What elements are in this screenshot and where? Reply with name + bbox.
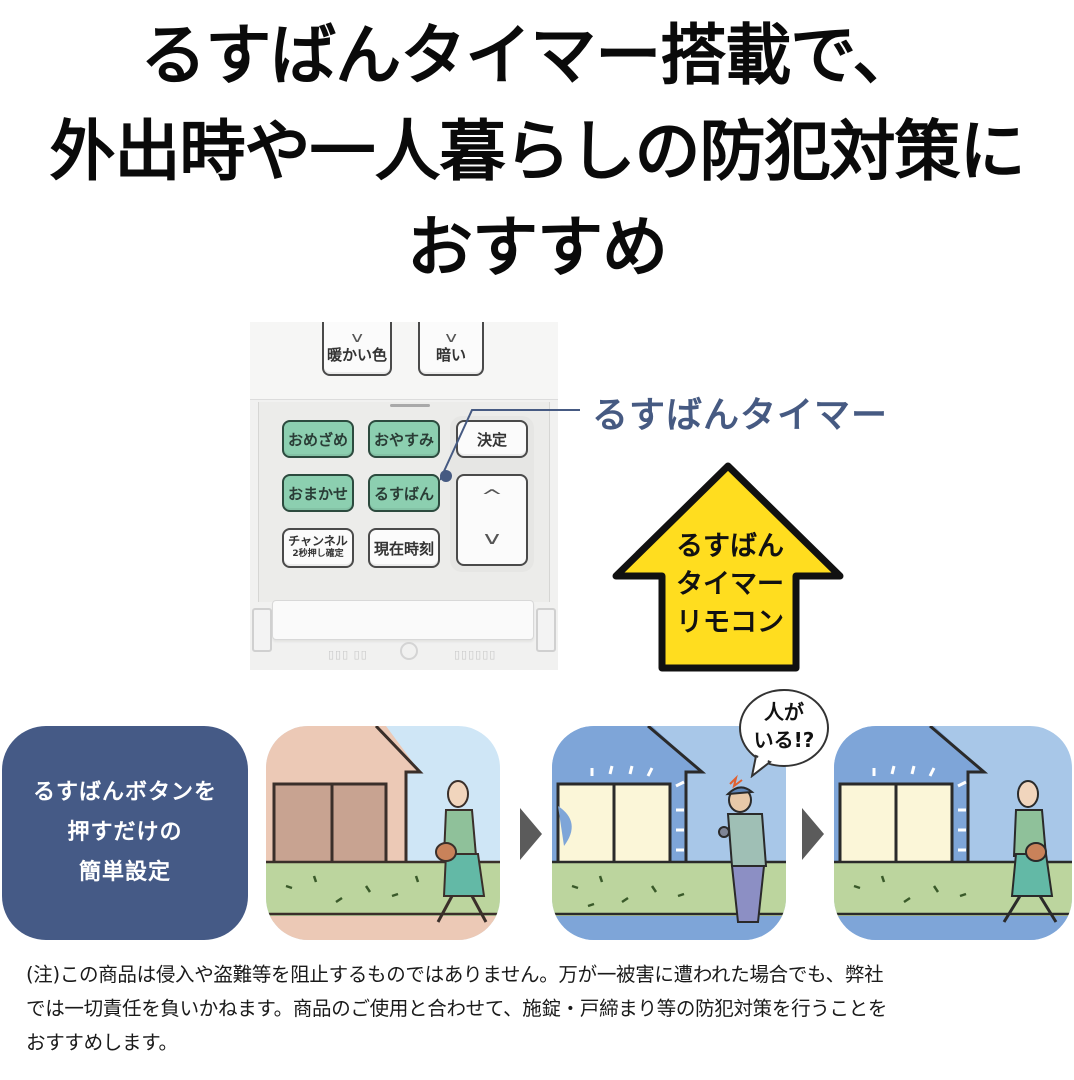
sign-text: るすばん タイマー リモコン: [676, 531, 784, 638]
molded-circle-mark: [400, 642, 418, 660]
hinge-clip-right: [536, 608, 556, 652]
scene-burglar-deterred: [552, 726, 786, 940]
scene-woman-walking-lights-on: [834, 726, 1072, 940]
rusuban-button[interactable]: るすばん: [368, 474, 440, 512]
molded-part-number: ▯▯▯▯▯▯: [454, 648, 497, 661]
up-down-button[interactable]: ^ v: [456, 474, 528, 566]
dimmer-button[interactable]: v 暗い: [418, 322, 484, 376]
remote-notch: [390, 404, 430, 407]
battery-cover-hinge: [272, 600, 534, 640]
headline: るすばんタイマー搭載で、 外出時や一人暮らしの防犯対策に おすすめ: [0, 8, 1074, 296]
callout-label: るすばんタイマー: [592, 395, 889, 436]
chevron-down-icon: v: [484, 528, 500, 549]
scene-woman-leaving: [266, 726, 500, 940]
next-step-arrow-icon: [802, 808, 824, 860]
headline-line-1: るすばんタイマー搭載で、: [140, 17, 918, 94]
wakeup-button[interactable]: おめざめ: [282, 420, 354, 458]
disclaimer-note: (注)この商品は侵入や盗難等を阻止するものではありません。万が一被害に遭われた場…: [26, 963, 888, 1054]
speech-bubble: [739, 689, 829, 778]
easy-setup-label: るすばんボタンを 押すだけの 簡単設定: [2, 726, 248, 940]
chevron-down-icon: v: [351, 329, 363, 346]
sleep-button[interactable]: おやすみ: [368, 420, 440, 458]
channel-button[interactable]: チャンネル 2秒押し確定: [282, 528, 354, 568]
warm-color-button[interactable]: v 暖かい色: [322, 322, 392, 376]
chevron-down-icon: v: [445, 329, 457, 346]
headline-line-2: 外出時や一人暮らしの防犯対策に: [49, 113, 1026, 190]
speech-bubble-text: 人が いる!?: [753, 700, 815, 752]
confirm-button[interactable]: 決定: [456, 420, 528, 458]
up-arrow-sign-icon: [612, 462, 844, 672]
next-step-arrow-icon: [520, 808, 542, 860]
hinge-clip-left: [252, 608, 272, 652]
auto-button[interactable]: おまかせ: [282, 474, 354, 512]
headline-line-3: おすすめ: [407, 209, 668, 286]
remote-upper-section: [250, 322, 558, 400]
chevron-up-icon: ^: [480, 486, 504, 507]
molded-marking: ▯▯▯ ▯▯: [328, 648, 368, 661]
remote-control-image: v 暖かい色 v 暗い おめざめ おやすみ 決定 おまかせ るすばん チャンネル…: [250, 322, 558, 670]
current-time-button[interactable]: 現在時刻: [368, 528, 440, 568]
callout-pointer: [440, 409, 580, 482]
